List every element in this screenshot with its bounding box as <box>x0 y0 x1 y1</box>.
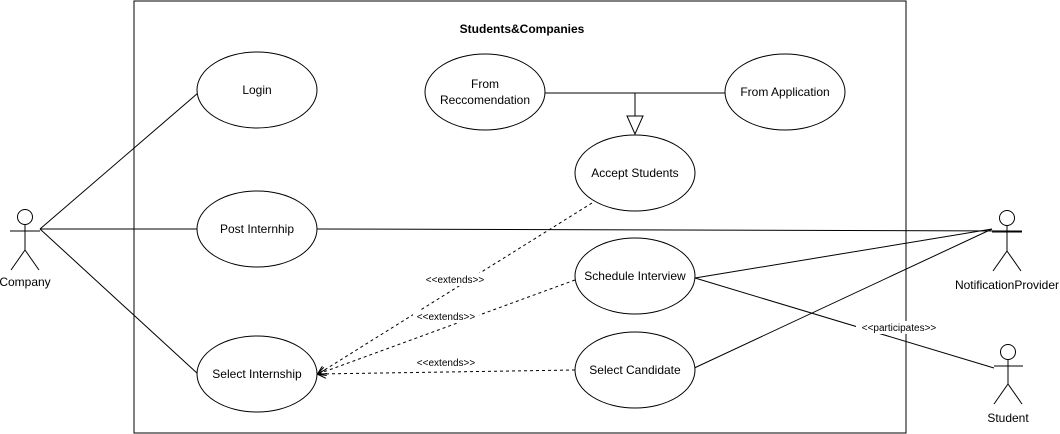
use-case-login[interactable]: Login <box>196 51 318 129</box>
stick-figure-icon <box>10 209 40 271</box>
use-case-from-recommendation[interactable]: From Reccomendation <box>424 53 546 131</box>
stick-figure-icon <box>993 344 1023 405</box>
actor-student[interactable]: Student <box>987 344 1029 426</box>
use-case-label: Select Candidate <box>589 363 681 377</box>
use-case-select-candidate[interactable]: Select Candidate <box>574 331 696 409</box>
generalization-arrowhead <box>626 115 644 136</box>
use-case-select-internship[interactable]: Select Internship <box>196 335 318 413</box>
assoc-schedule-notification <box>694 228 993 279</box>
use-case-from-application[interactable]: From Application <box>724 53 846 131</box>
assoc-company-login <box>39 92 199 230</box>
use-case-label: Select Internship <box>212 367 302 381</box>
use-case-schedule-interview[interactable]: Schedule Interview <box>574 237 696 315</box>
actor-label: Company <box>0 275 51 289</box>
actor-label: NotificationProvider <box>955 278 1059 292</box>
use-case-post-internship[interactable]: Post Internhip <box>196 190 318 268</box>
use-case-label-line-1: From <box>471 77 499 91</box>
participates-label: <<participates>> <box>862 323 937 334</box>
system-title: Students&Companies <box>460 22 585 36</box>
use-case-label: Accept Students <box>591 166 678 180</box>
use-case-label-line-2: Reccomendation <box>440 93 530 107</box>
extends-label-2: <<extends>> <box>417 312 476 323</box>
use-case-label: Schedule Interview <box>584 269 686 283</box>
use-case-label: Login <box>242 83 271 97</box>
assoc-company-select-internship <box>39 228 199 375</box>
use-case-accept-students[interactable]: Accept Students <box>574 134 696 212</box>
extends-label-3: <<extends>> <box>417 358 476 369</box>
actor-label: Student <box>987 411 1029 425</box>
actor-company[interactable]: Company <box>0 209 51 290</box>
assoc-select-candidate-notification <box>689 228 993 371</box>
assoc-schedule-student <box>694 277 995 369</box>
extends-label-1: <<extends>> <box>426 275 485 286</box>
use-case-label: Post Internhip <box>220 222 294 236</box>
stick-figure-icon <box>992 210 1022 272</box>
assoc-post-internship-notification <box>316 228 1023 232</box>
actor-notification-provider[interactable]: NotificationProvider <box>955 210 1059 293</box>
extend-select-candidate <box>318 370 576 374</box>
use-case-label: From Application <box>740 85 829 99</box>
extend-schedule-interview <box>318 279 576 374</box>
